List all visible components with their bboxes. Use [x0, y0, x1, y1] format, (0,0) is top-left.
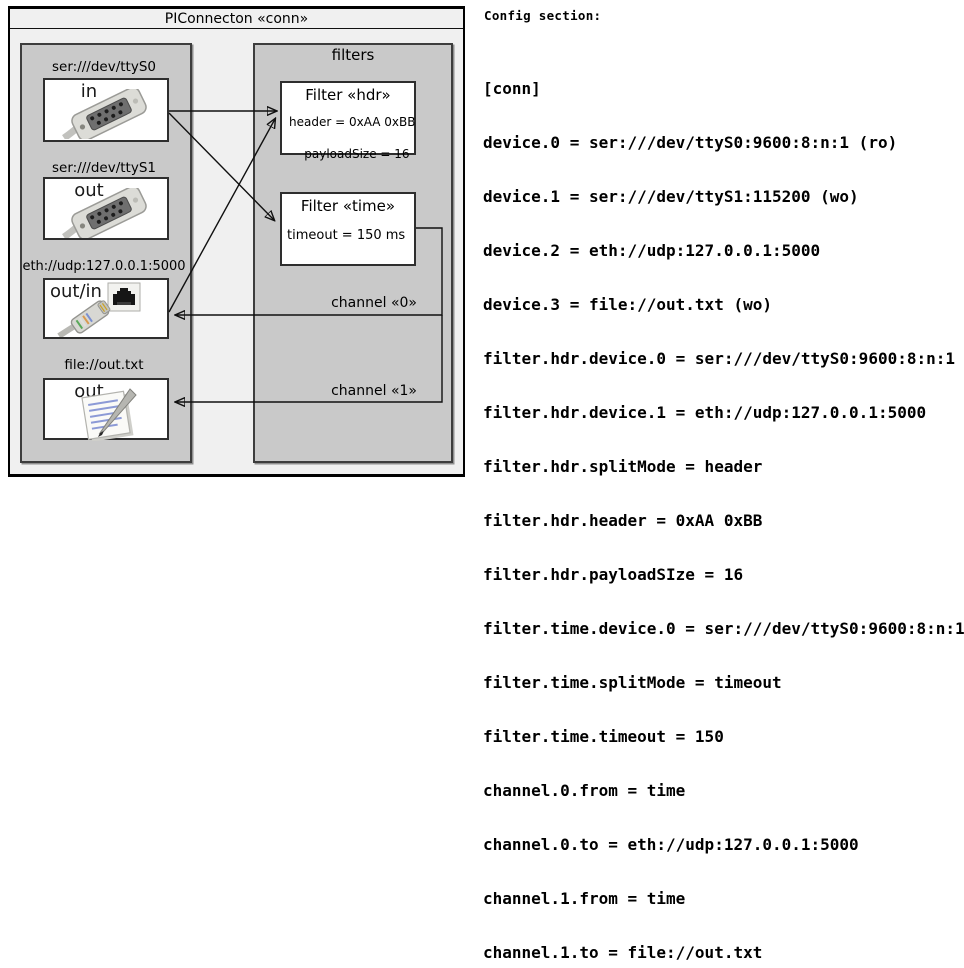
config-line: filter.hdr.device.1 = eth://udp:127.0.0.…	[483, 403, 927, 422]
channel-0-label: channel «0»	[331, 295, 417, 311]
config-line: filter.time.device.0 = ser:///dev/ttyS0:…	[483, 619, 964, 638]
device-box-file: out	[43, 378, 169, 441]
device-label-ttys1: ser:///dev/ttyS1	[52, 160, 156, 176]
config-line: channel.1.from = time	[483, 889, 686, 908]
filter-attr: payloadSize = 16	[304, 147, 410, 161]
config-heading: Config section:	[484, 8, 602, 23]
config-line: filter.hdr.device.0 = ser:///dev/ttyS0:9…	[483, 349, 956, 368]
config-line: channel.1.to = file://out.txt	[483, 943, 763, 962]
serial-connector-icon	[62, 188, 147, 238]
config-line: [conn]	[483, 79, 541, 98]
ethernet-port-icon	[107, 282, 141, 312]
config-section: Config section: [conn] device.0 = ser://…	[483, 5, 964, 968]
device-direction: out	[74, 180, 104, 201]
device-direction: out/in	[50, 281, 102, 302]
device-box-eth: out/in	[43, 278, 169, 339]
filter-attr: timeout = 150 ms	[287, 228, 406, 243]
channel-1-label: channel «1»	[331, 383, 417, 399]
filter-box-time: Filter «time» timeout = 150 ms	[280, 192, 416, 266]
config-line: channel.0.from = time	[483, 781, 686, 800]
filter-title: Filter «time»	[300, 197, 396, 215]
config-line: filter.time.timeout = 150	[483, 727, 724, 746]
device-box-ttys1: out	[43, 177, 169, 240]
filters-panel-title: filters	[331, 46, 375, 64]
device-label-ttys0: ser:///dev/ttyS0	[52, 59, 156, 75]
device-label-file: file://out.txt	[64, 357, 144, 373]
filter-attributes: timeout = 150 ms	[287, 228, 414, 244]
config-line: device.1 = ser:///dev/ttyS1:115200 (wo)	[483, 187, 859, 206]
config-line: filter.hdr.header = 0xAA 0xBB	[483, 511, 763, 530]
filter-attributes: header = 0xAA 0xBB payloadSize = 16	[289, 114, 416, 162]
config-lines: [conn] device.0 = ser:///dev/ttyS0:9600:…	[483, 44, 964, 968]
device-label-eth: eth://udp:127.0.0.1:5000	[22, 259, 186, 274]
connection-diagram: PIConnecton «conn» filters ser:///dev/tt…	[0, 0, 484, 484]
device-direction: in	[80, 81, 98, 102]
filter-attr: header = 0xAA 0xBB	[289, 115, 416, 129]
rj45-cable-icon	[57, 300, 111, 337]
config-line: device.3 = file://out.txt (wo)	[483, 295, 772, 314]
serial-connector-icon	[62, 89, 147, 139]
device-box-ttys0: in	[43, 78, 169, 142]
config-line: channel.0.to = eth://udp:127.0.0.1:5000	[483, 835, 859, 854]
config-line: filter.hdr.splitMode = header	[483, 457, 763, 476]
notepad-icon	[81, 388, 137, 441]
config-line: device.0 = ser:///dev/ttyS0:9600:8:n:1 (…	[483, 133, 898, 152]
config-line: device.2 = eth://udp:127.0.0.1:5000	[483, 241, 821, 260]
config-line: filter.time.splitMode = timeout	[483, 673, 782, 692]
diagram-title: PIConnecton «conn»	[10, 9, 463, 29]
config-line: filter.hdr.payloadSIze = 16	[483, 565, 744, 584]
filter-title: Filter «hdr»	[305, 86, 391, 104]
filter-box-hdr: Filter «hdr» header = 0xAA 0xBB payloadS…	[280, 81, 416, 161]
